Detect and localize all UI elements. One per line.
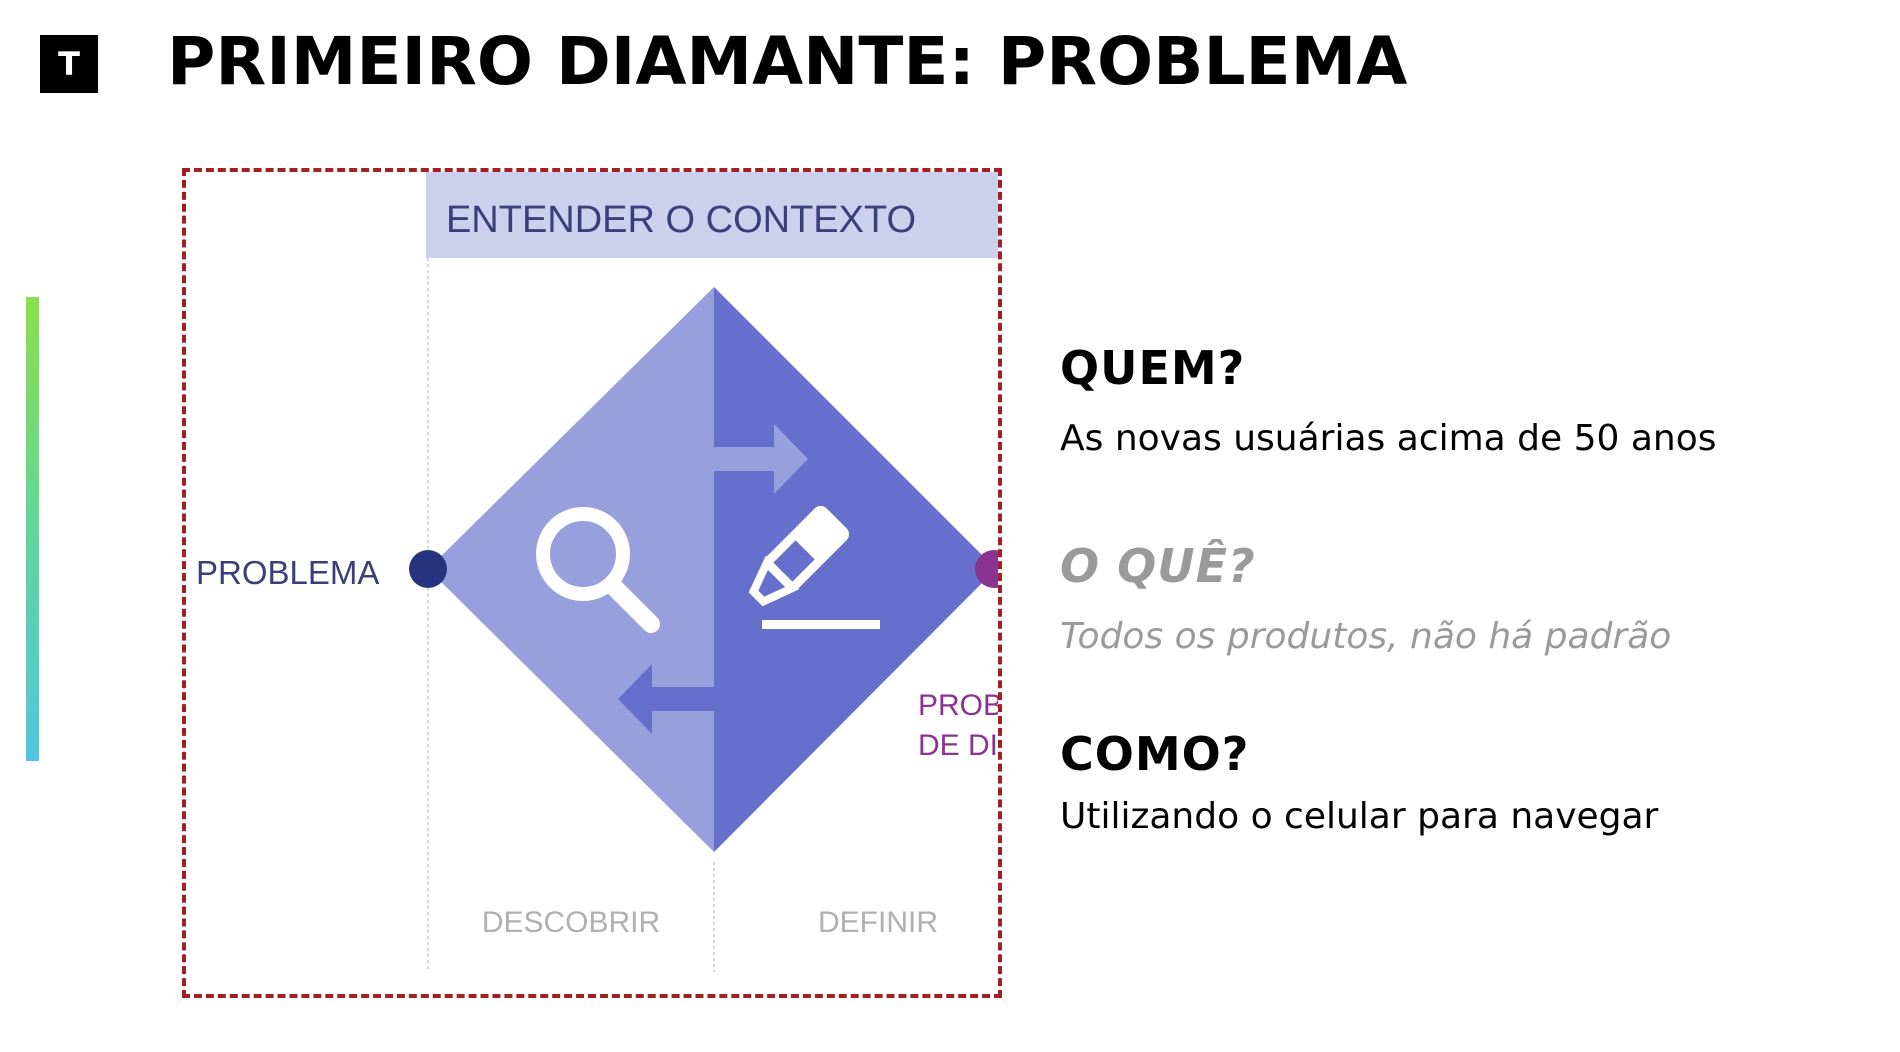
logo-letter: T [58,45,80,83]
question-what: O QUÊ? Todos os produtos, não há padrão [1060,538,1671,660]
definition-label-line1: PROB [918,689,1002,722]
question-who: QUEM? As novas usuárias acima de 50 anos [1060,340,1717,462]
highlighter-icon [748,506,880,629]
how-heading: COMO? [1060,727,1250,781]
definition-dot [975,550,998,588]
what-heading: O QUÊ? [1060,539,1256,593]
question-how: COMO? Utilizando o celular para navegar [1060,726,1658,840]
phase-define-label: DEFINIR [818,906,938,939]
problem-label: PROBLEMA [196,554,379,591]
page-title: PRIMEIRO DIAMANTE: PROBLEMA [167,23,1408,100]
arrow-right-icon [714,424,808,494]
context-banner [426,172,998,258]
who-text: As novas usuárias acima de 50 anos [1060,418,1717,459]
magnifier-icon [536,507,660,633]
double-diamond-diagram: ENTENDER O CONTEXTO [182,168,1002,998]
brand-logo: T [40,35,98,93]
diagram-svg: ENTENDER O CONTEXTO [196,172,1002,972]
definition-label-line2: DE DI [918,729,998,762]
accent-bar [26,297,39,761]
how-text: Utilizando o celular para navegar [1060,796,1659,837]
phase-discover-label: DESCOBRIR [482,906,660,939]
diamond-right-half [714,287,996,852]
diamond-left-half [428,287,714,852]
problem-dot [409,550,447,588]
who-heading: QUEM? [1060,341,1246,395]
arrow-left-icon [618,664,714,734]
what-text: Todos os produtos, não há padrão [1060,616,1672,657]
context-banner-label: ENTENDER O CONTEXTO [446,199,916,241]
